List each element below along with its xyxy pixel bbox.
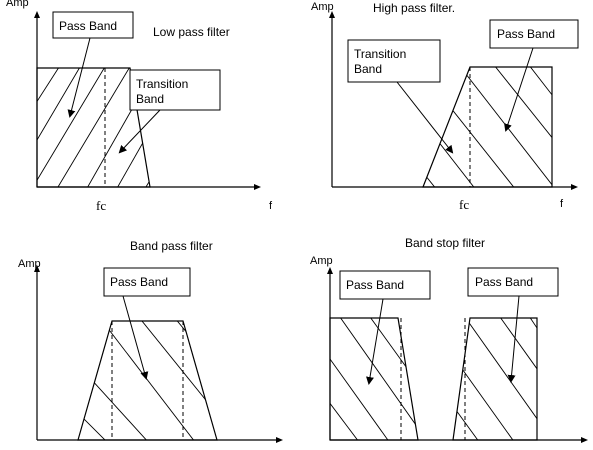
lp-pass-band-box xyxy=(52,11,134,39)
lp-transition-box xyxy=(129,69,221,111)
bp-pass-band-box xyxy=(103,267,191,297)
bs-pass-band-box-1 xyxy=(339,270,431,300)
bp-title: Band pass filter xyxy=(130,239,213,253)
bp-pass-band-arrow xyxy=(122,295,149,380)
band-stop-panel: Amp Band stop filter Pass Band Pass Band xyxy=(310,236,588,443)
lp-pass-band-label: Pass Band xyxy=(59,19,117,33)
lp-x-label: f xyxy=(269,200,273,212)
band-pass-panel: Amp Band pass filter Pass Band xyxy=(18,239,283,443)
lp-transition-word-1: Transition xyxy=(136,77,188,91)
hp-transition-label: Transition Band xyxy=(354,47,410,76)
lp-y-label: Amp xyxy=(6,0,29,9)
high-pass-panel: Amp fc f High pass filter. Transition Ba… xyxy=(311,1,579,212)
bs-pass-band-arrow-2 xyxy=(507,295,520,383)
hp-transition-box xyxy=(347,39,441,83)
bs-y-label: Amp xyxy=(310,255,333,267)
hp-response-shape xyxy=(422,66,553,188)
lp-response-shape xyxy=(36,67,151,188)
bp-y-label: Amp xyxy=(18,258,41,270)
hp-transition-word-1: Transition xyxy=(354,47,406,61)
hp-pass-band-box xyxy=(489,19,579,49)
bs-upper-pass-shape xyxy=(452,317,538,441)
bs-lower-pass-shape xyxy=(329,317,419,441)
bp-pass-band-label: Pass Band xyxy=(110,275,168,289)
lp-transition-word-2: Band xyxy=(136,92,164,106)
hp-transition-word-2: Band xyxy=(354,62,382,76)
bs-hatch-upper xyxy=(453,318,537,440)
lp-transition-label: Transition Band xyxy=(136,77,192,106)
bs-pass-band-box-2 xyxy=(467,267,559,297)
lp-transition-arrow xyxy=(118,109,161,154)
bs-hatch-lower xyxy=(330,318,418,440)
hp-y-label: Amp xyxy=(311,1,334,13)
lp-title: Low pass filter xyxy=(153,25,230,39)
bs-title: Band stop filter xyxy=(405,236,485,250)
hp-cutoff-label: fc xyxy=(459,197,469,212)
hp-pass-band-arrow xyxy=(504,47,534,132)
hp-title: High pass filter. xyxy=(373,1,455,15)
hp-pass-band-label: Pass Band xyxy=(497,27,555,41)
bs-pass-band-label-2: Pass Band xyxy=(475,275,533,289)
hp-transition-arrow xyxy=(396,81,454,154)
bs-pass-band-label-1: Pass Band xyxy=(346,278,404,292)
bs-pass-band-arrow-1 xyxy=(366,298,384,385)
lp-cutoff-label: fc xyxy=(96,198,106,213)
hp-x-label: f xyxy=(560,198,564,210)
low-pass-panel: Amp fc f Low pass filter Pass Band Trans… xyxy=(6,0,273,213)
lp-pass-band-arrow xyxy=(67,37,91,118)
